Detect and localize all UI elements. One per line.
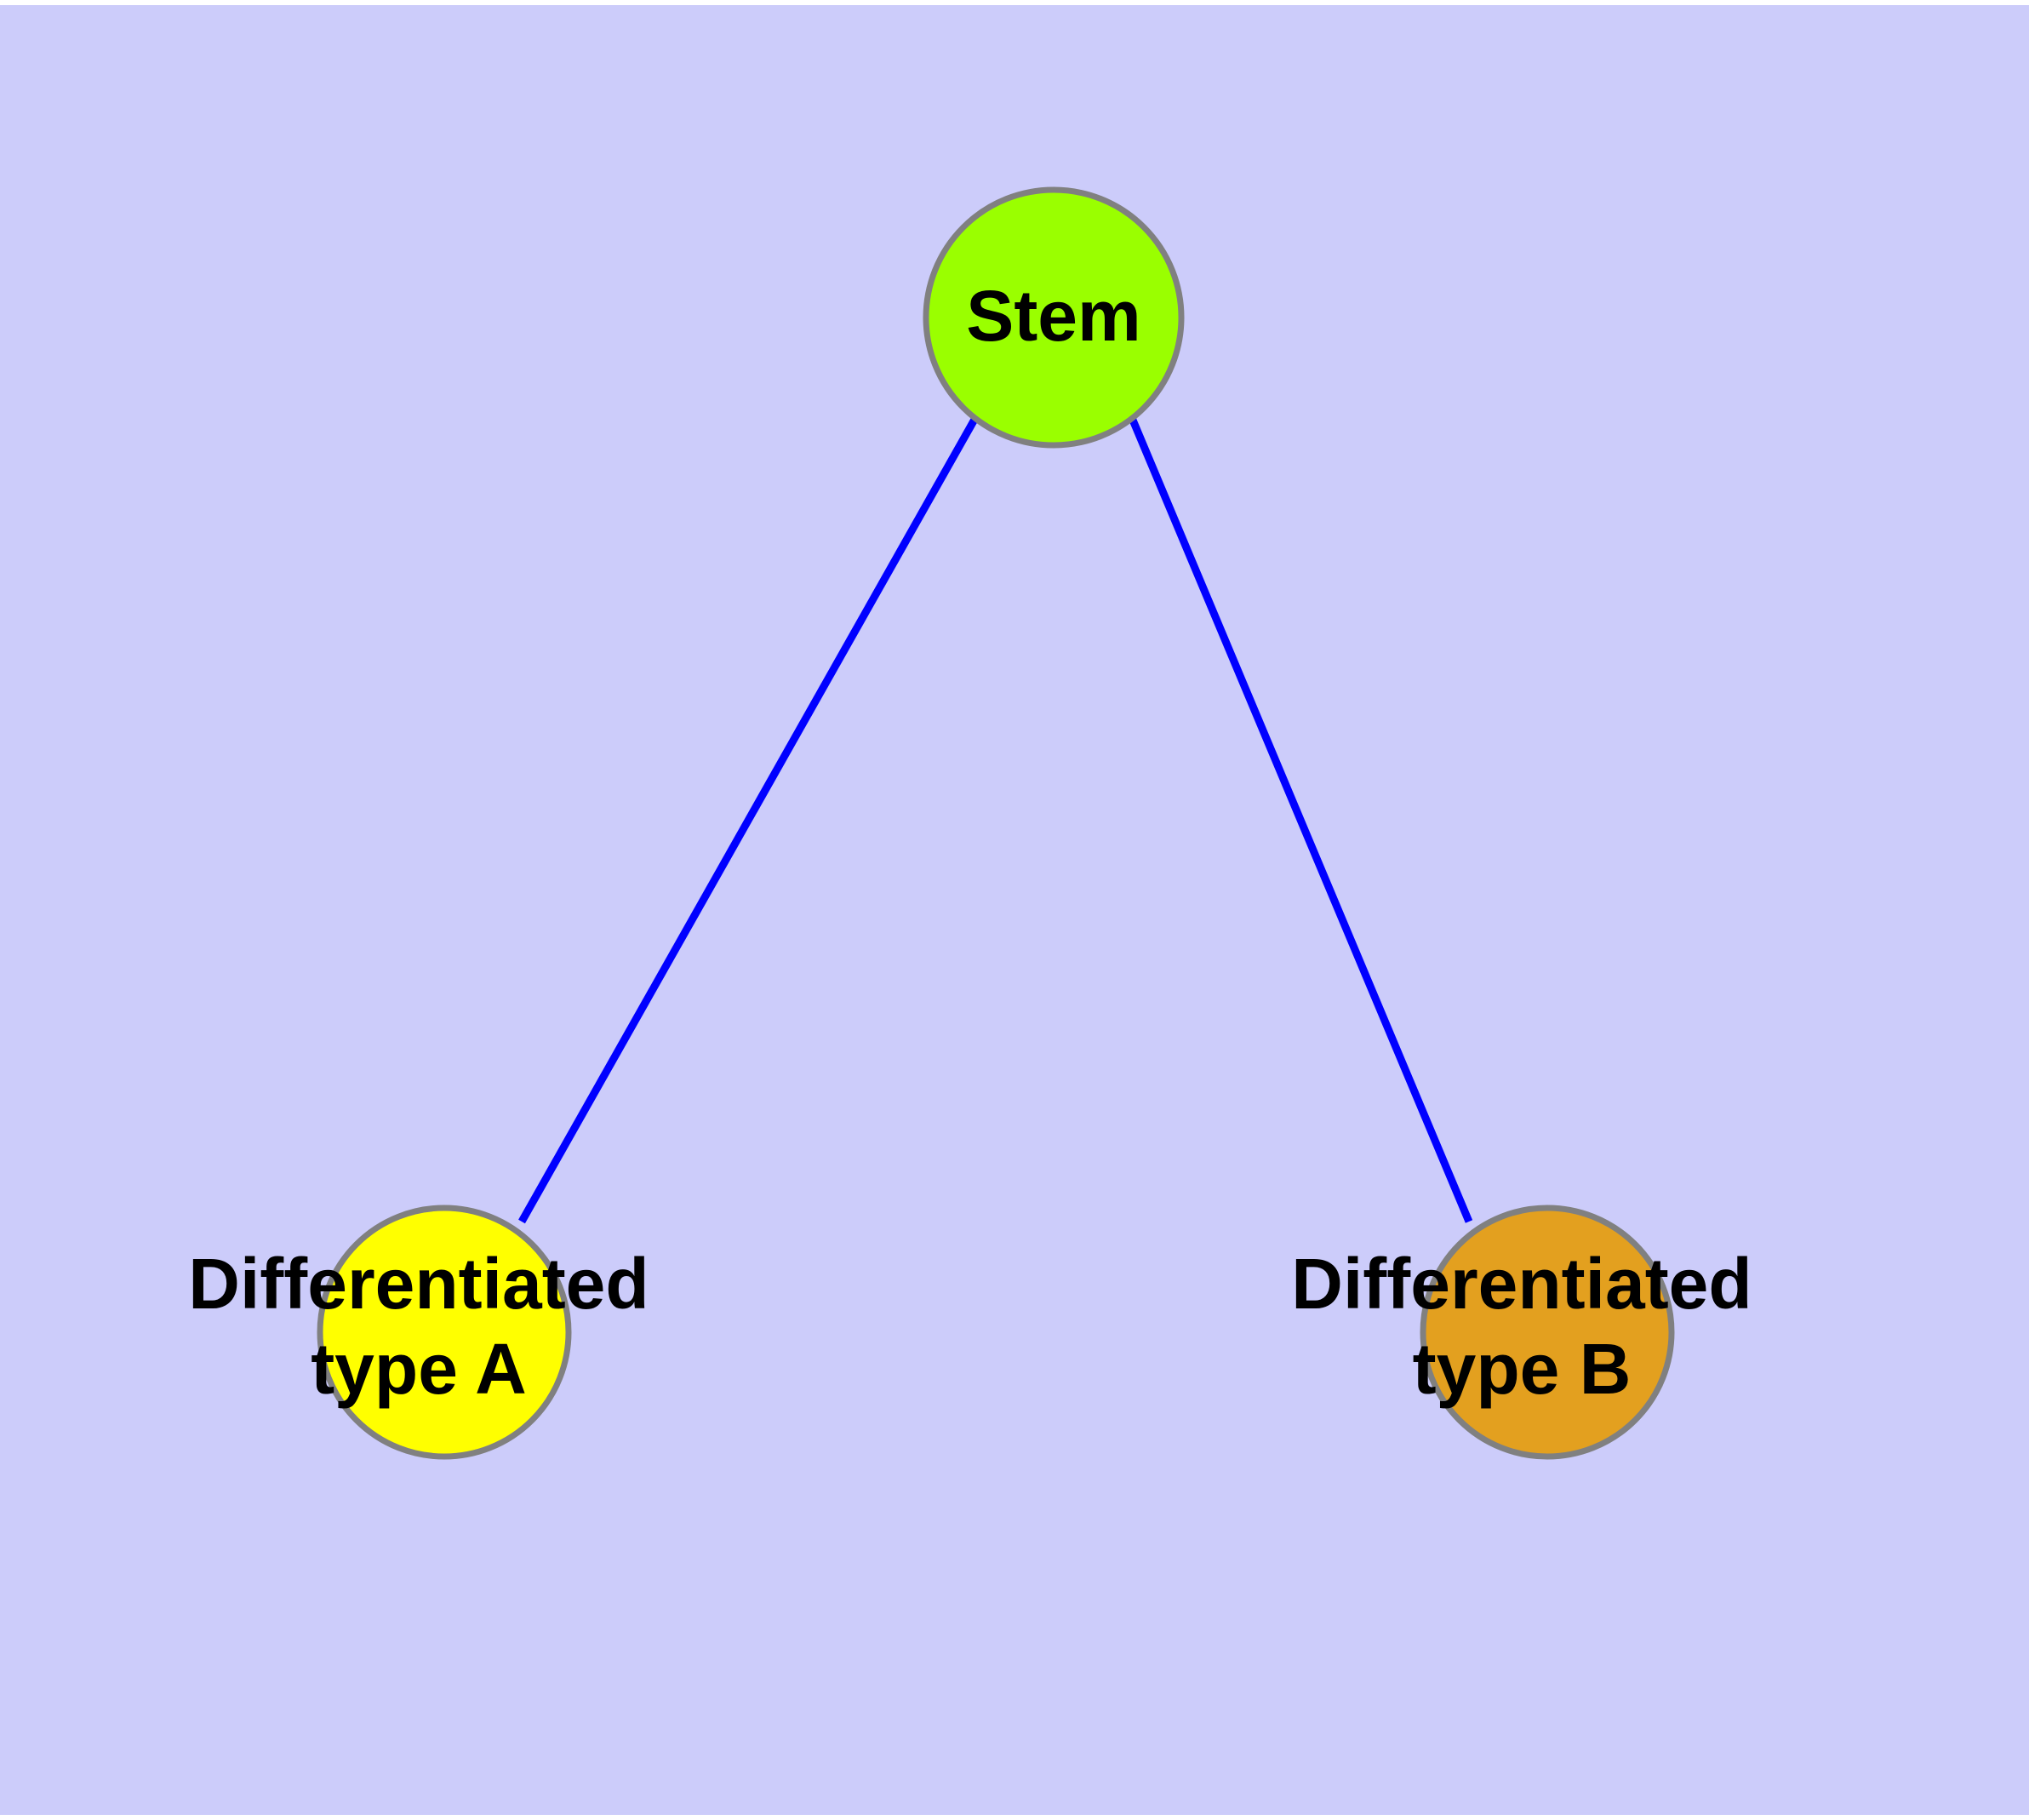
node-differentiated-type-a[interactable]: Differentiated type A [188,1205,649,1460]
node-differentiated-type-a-circle[interactable] [317,1205,572,1460]
node-stem-circle[interactable] [923,186,1185,449]
node-stem[interactable]: Stem [923,186,1185,449]
node-differentiated-type-b-circle[interactable] [1420,1205,1675,1460]
node-differentiated-type-a-label-line1: Differentiated [188,1244,649,1324]
edge-stem-to-differentiated-type-a[interactable] [518,415,979,1224]
node-differentiated-type-b-label-line1: Differentiated [1291,1244,1752,1324]
node-stem-label: Stem [966,276,1140,356]
canvas-top-margin [0,0,2029,5]
edge-stem-to-differentiated-type-b[interactable] [1128,416,1473,1223]
node-differentiated-type-a-label-line2: type A [311,1329,527,1409]
node-differentiated-type-b-label-line2: type B [1413,1329,1632,1409]
edge-group [518,415,1473,1224]
canvas-bottom-margin [0,1815,2029,1820]
node-differentiated-type-b[interactable]: Differentiated type B [1291,1205,1752,1460]
